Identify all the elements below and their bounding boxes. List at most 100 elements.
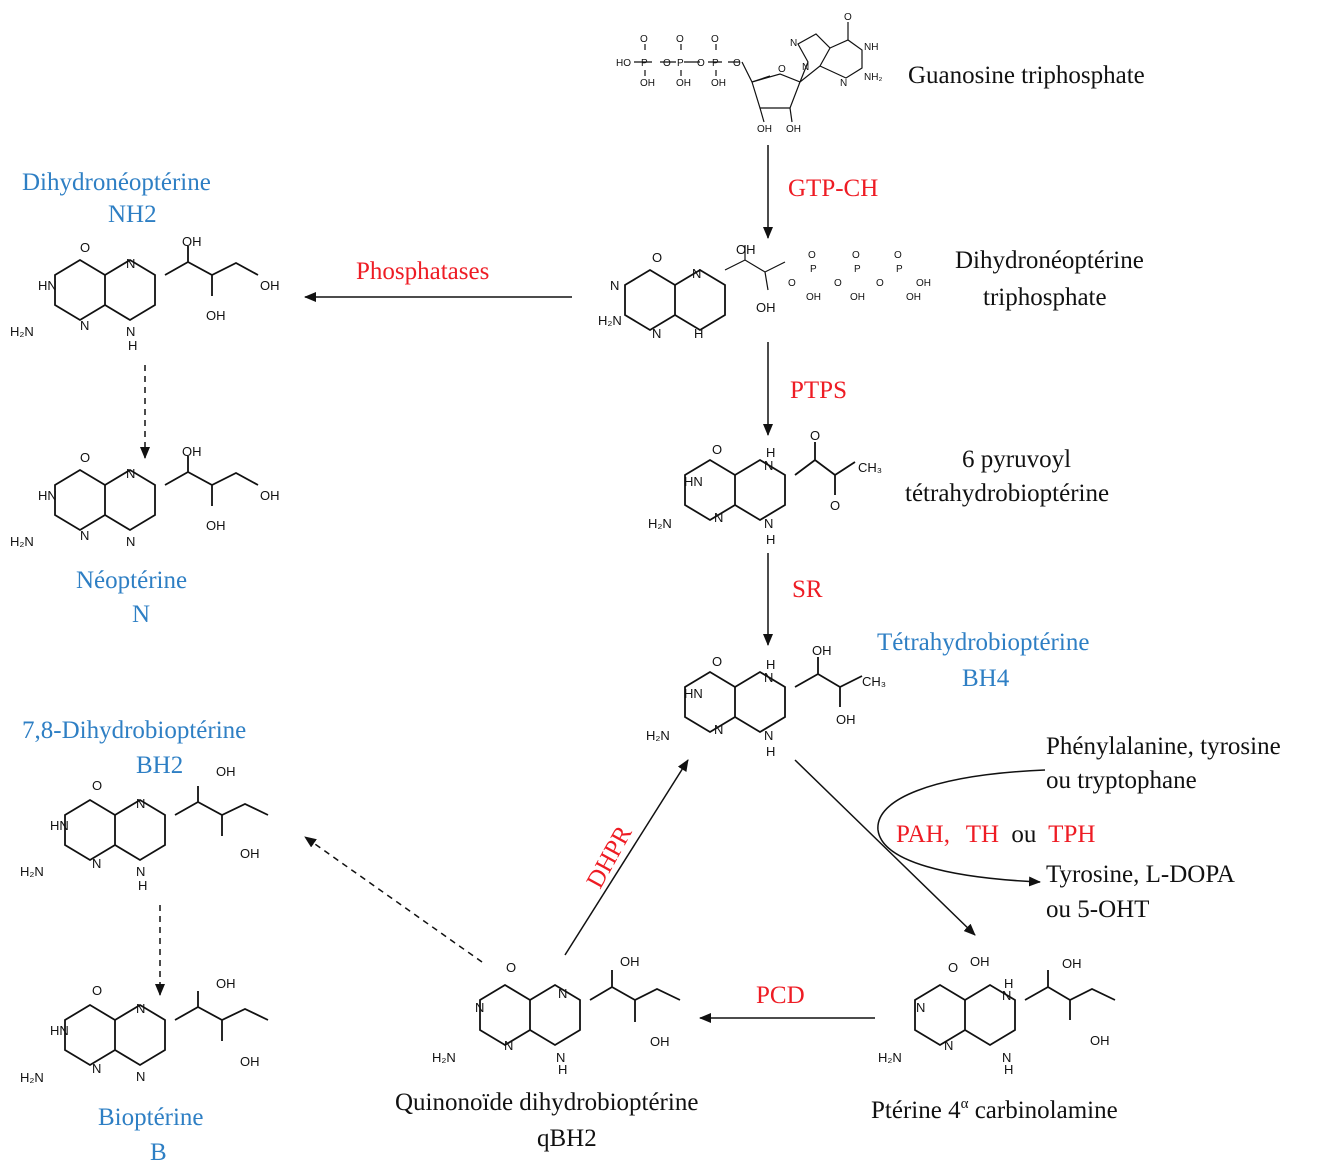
bh2-label-1: 7,8-Dihydrobioptérine [22,717,246,744]
svg-text:O: O [810,428,820,443]
svg-text:OH: OH [206,518,226,533]
svg-text:H: H [558,1062,567,1077]
svg-text:O: O [80,240,90,255]
svg-text:P: P [677,58,684,69]
ptp-structure: O HN H₂N N N H N H O O CH₃ [648,428,882,547]
svg-text:O: O [697,58,705,69]
svg-text:NH: NH [864,42,878,53]
svg-text:OH: OH [916,278,931,289]
gtp-label: Guanosine triphosphate [908,62,1145,89]
svg-text:HN: HN [50,1023,69,1038]
svg-text:OH: OH [206,308,226,323]
svg-text:N: N [80,528,89,543]
svg-text:H: H [138,878,147,893]
neopterin-label-1: Néoptérine [76,567,187,594]
nh2-structure: O HN H₂N N N H N OH OH OH [10,234,280,353]
svg-text:N: N [764,670,773,685]
svg-text:P: P [712,58,719,69]
svg-text:OH: OH [970,954,990,969]
svg-text:N: N [944,1038,953,1053]
svg-text:H₂N: H₂N [20,864,44,879]
svg-text:N: N [92,1061,101,1076]
bh4-label-1: Tétrahydrobioptérine [877,629,1089,656]
svg-text:N: N [126,256,135,271]
enzyme-pcd: PCD [756,982,805,1009]
svg-text:O: O [844,12,852,23]
svg-text:P: P [854,264,861,275]
svg-text:N: N [556,1050,565,1065]
svg-text:N: N [504,1038,513,1053]
svg-text:O: O [80,450,90,465]
neopterin-label-2: N [132,601,150,628]
svg-text:OH: OH [620,954,640,969]
svg-text:N: N [136,1001,145,1016]
svg-text:H: H [1004,976,1013,991]
neopterin-structure: O HN H₂N N N N OH OH OH [10,444,280,549]
svg-text:OH: OH [906,292,921,303]
bh4-structure: O HN H₂N N N H N H OH OH CH₃ [646,643,886,759]
enzyme-or: ou [1011,821,1037,848]
svg-text:OH: OH [736,242,756,257]
svg-text:OH: OH [676,78,691,89]
svg-text:N: N [840,78,847,89]
svg-text:O: O [830,498,840,513]
aa-out-label-1: Tyrosine, L-DOPA [1046,861,1235,888]
svg-text:O: O [834,278,842,289]
svg-text:OH: OH [260,278,280,293]
svg-text:H: H [766,657,775,672]
svg-text:HN: HN [684,474,703,489]
arrow-hydroxylation [877,769,1046,887]
bh4-label-2: BH4 [962,665,1010,692]
svg-text:OH: OH [757,124,772,135]
svg-text:N: N [802,62,809,73]
enzyme-pah: PAH, [896,821,950,848]
enzyme-gtpch: GTP-CH [788,175,878,202]
svg-text:O: O [652,250,662,265]
svg-text:OH: OH [240,1054,260,1069]
svg-text:OH: OH [640,78,655,89]
svg-text:N: N [1002,988,1011,1003]
svg-text:HN: HN [38,488,57,503]
qbh2-label-2: qBH2 [537,1125,597,1152]
svg-text:OH: OH [260,488,280,503]
svg-text:H: H [694,326,703,341]
svg-text:OH: OH [240,846,260,861]
svg-text:N: N [92,856,101,871]
nh2-label-2: NH2 [108,201,157,228]
svg-text:H₂N: H₂N [432,1050,456,1065]
svg-text:H₂N: H₂N [10,534,34,549]
svg-text:H₂N: H₂N [648,516,672,531]
svg-text:N: N [126,534,135,549]
svg-text:O: O [808,250,816,261]
svg-text:O: O [92,778,102,793]
svg-text:O: O [676,34,684,45]
svg-text:N: N [916,1000,925,1015]
svg-text:OH: OH [812,643,832,658]
enzyme-group: PAH, TH ou TPH [896,821,1095,848]
qbh2-structure: O N H₂N N N H N OH OH [432,954,681,1077]
svg-text:O: O [712,654,722,669]
dhnp-tp-label-2: triphosphate [983,284,1107,311]
svg-text:N: N [652,326,661,341]
svg-text:P: P [896,264,903,275]
svg-text:HO: HO [616,58,631,69]
biopterin-label-1: Bioptérine [98,1104,204,1131]
svg-text:H₂N: H₂N [10,324,34,339]
svg-text:O: O [876,278,884,289]
svg-text:OH: OH [216,764,236,779]
svg-text:H₂N: H₂N [646,728,670,743]
ptp-label-2: tétrahydrobioptérine [905,480,1109,507]
svg-text:N: N [126,324,135,339]
svg-text:N: N [610,278,619,293]
svg-text:P: P [810,264,817,275]
svg-text:N: N [126,466,135,481]
arrow-dhpr [564,759,689,956]
svg-text:OH: OH [756,300,776,315]
svg-text:H₂N: H₂N [598,313,622,328]
svg-text:CH₃: CH₃ [858,460,882,475]
svg-text:H: H [1004,1062,1013,1077]
svg-text:N: N [790,38,797,49]
qbh2-label-1: Quinonoïde dihydrobioptérine [395,1089,698,1116]
ptp-label-1: 6 pyruvoyl [962,446,1071,473]
svg-text:HN: HN [684,686,703,701]
